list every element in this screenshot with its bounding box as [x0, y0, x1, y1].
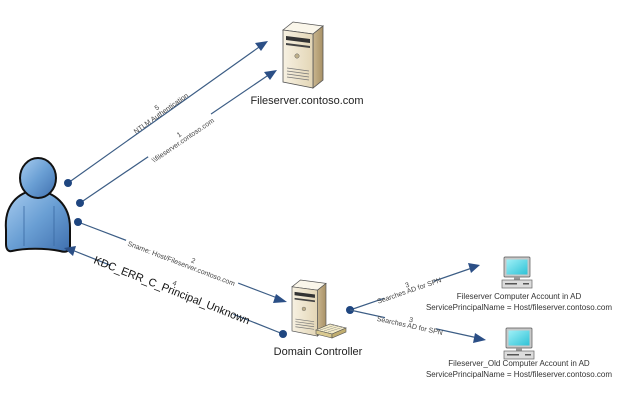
- label-background: [381, 273, 435, 302]
- label-background: [109, 254, 238, 319]
- arrowhead-icon: [473, 333, 486, 343]
- step-number: 2: [190, 257, 196, 265]
- fileserver-old-account-spn: ServicePrincipalName = Host/fileserver.c…: [426, 370, 612, 379]
- computer-icon: [501, 256, 533, 289]
- domain-controller-node[interactable]: Domain Controller: [274, 279, 363, 358]
- label-background: [383, 310, 438, 334]
- user-icon: [4, 157, 71, 253]
- computer-icon: [503, 327, 535, 360]
- connector-line: [67, 44, 263, 184]
- connector-dot: [64, 179, 72, 187]
- edge-label: \\fileserver.contoso.com: [151, 117, 216, 164]
- arrowhead-icon: [468, 263, 480, 273]
- fileserver-label: Fileserver.contoso.com: [250, 95, 363, 107]
- arrowhead-icon: [264, 70, 277, 80]
- edge-step-3b[interactable]: 3 Searches AD for SPN: [349, 309, 486, 343]
- connector-dot: [76, 199, 84, 207]
- arrowhead-icon: [255, 41, 268, 51]
- fileserver-old-account-label: Fileserver_Old Computer Account in AD: [448, 359, 590, 368]
- domain-controller-label: Domain Controller: [274, 346, 363, 358]
- step-number: 3: [408, 317, 413, 325]
- edge-step-5[interactable]: 5 NTLM Authentication: [64, 41, 268, 187]
- fileserver-node[interactable]: Fileserver.contoso.com: [250, 21, 364, 107]
- fileserver-account-label: Fileserver Computer Account in AD: [457, 292, 582, 301]
- keyboard-icon: [315, 323, 347, 339]
- step-number: 4: [171, 280, 177, 288]
- connector-dot: [279, 330, 287, 338]
- arrowhead-icon: [64, 246, 76, 256]
- edge-label: KDC_ERR_C_Principal_Unknown: [92, 254, 252, 327]
- label-background: [125, 231, 242, 286]
- step-number: 1: [176, 131, 183, 139]
- server-icon: [282, 21, 324, 89]
- fileserver-account-spn: ServicePrincipalName = Host/fileserver.c…: [426, 303, 612, 312]
- domain-controller-icon: [291, 279, 347, 339]
- connector-dot: [74, 218, 82, 226]
- arrowhead-icon: [273, 294, 287, 303]
- step-number: 3: [405, 282, 411, 290]
- label-background: [126, 84, 189, 134]
- step-number: 5: [154, 104, 161, 112]
- fileserver-old-account-node[interactable]: Fileserver_Old Computer Account in AD Se…: [426, 327, 612, 379]
- client-user-node[interactable]: [4, 157, 71, 253]
- label-background: [144, 109, 215, 163]
- fileserver-account-node[interactable]: Fileserver Computer Account in AD Servic…: [426, 256, 612, 312]
